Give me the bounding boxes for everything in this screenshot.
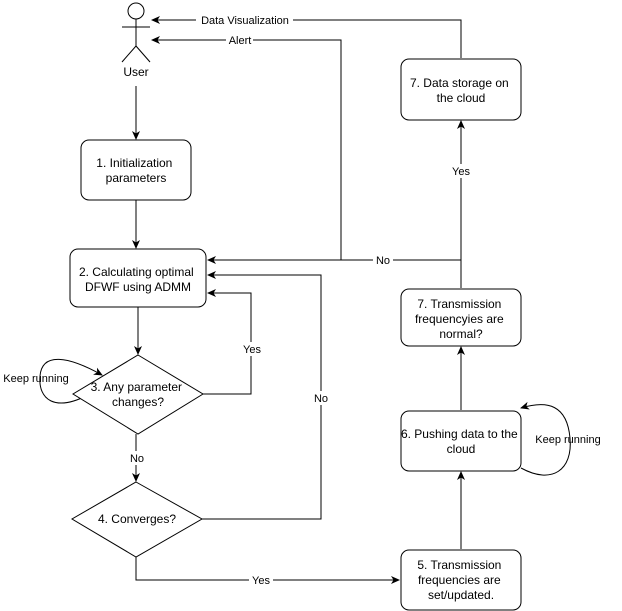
node-param-line-2: changes?: [112, 395, 164, 409]
label-normal-no: No: [376, 255, 390, 267]
svg-text:2. Calculating optimal D: 2. Calculating optimal DFWF using ADMM: [79, 265, 197, 294]
node-converges-line-1: 4. Converges?: [98, 512, 176, 526]
node-data-storage: 7. Data storage on the cloud: [400, 58, 522, 121]
node-normal-line-1: 7. Transmission: [417, 297, 501, 311]
node-pushing-line-1: 6. Pushing data to the: [401, 427, 518, 441]
edge-keep-running-right: [520, 401, 571, 476]
edge-keep-running-left: [39, 358, 103, 404]
edge-alert: [151, 36, 342, 260]
node-initialization-line-2: parameters: [106, 171, 167, 185]
svg-text:3. Any parameter changes: 3. Any parameter changes?: [91, 380, 186, 409]
label-param-yes: Yes: [243, 344, 261, 356]
node-converges: 4. Converges?: [71, 481, 204, 558]
node-transmission-set: 5. Transmission frequencies are set/upda…: [400, 549, 522, 611]
node-normal-line-2: frequencyies are: [415, 312, 504, 326]
svg-text:4. Converges?: 4. Converges?: [98, 512, 176, 526]
svg-text:5. Transmission frequenc: 5. Transmission frequencies are set/upda…: [417, 558, 504, 602]
node-storage-line-2: the cloud: [437, 91, 486, 105]
svg-text:1. Initialization parame: 1. Initialization parameters: [96, 156, 175, 185]
label-data-visualization: Data Visualization: [201, 15, 289, 27]
label-converges-no: No: [314, 393, 328, 405]
node-storage-line-1: 7. Data storage on: [410, 76, 509, 90]
node-initialization: 1. Initialization parameters: [80, 139, 192, 201]
svg-text:7. Data storage on the c: 7. Data storage on the cloud: [410, 76, 512, 105]
edge-converges-yes: [135, 557, 400, 584]
label-param-no: No: [130, 453, 144, 465]
label-keep-running-left: Keep running: [3, 373, 68, 385]
edge-converges-no: [202, 271, 322, 520]
node-param-line-1: 3. Any parameter: [91, 380, 182, 394]
node-initialization-line-1: 1. Initialization: [96, 156, 172, 170]
label-alert: Alert: [229, 35, 252, 47]
label-converges-yes: Yes: [252, 575, 270, 587]
node-transmission-normal: 7. Transmission frequencyies are normal?: [400, 288, 522, 347]
node-pushing-line-2: cloud: [447, 442, 476, 456]
node-admm-line-2: DFWF using ADMM: [85, 280, 191, 294]
node-admm-line-1: 2. Calculating optimal: [79, 265, 194, 279]
node-normal-line-3: normal?: [439, 327, 483, 341]
node-transmit-line-1: 5. Transmission: [417, 558, 501, 572]
node-pushing-data: 6. Pushing data to the cloud: [400, 410, 522, 472]
label-keep-running-right: Keep running: [535, 434, 600, 446]
svg-text:6. Pushing data to the c: 6. Pushing data to the cloud: [401, 427, 521, 456]
svg-text:7. Transmission frequenc: 7. Transmission frequencyies are normal?: [415, 297, 507, 341]
user-label: User: [123, 65, 148, 79]
node-parameter-changes: 3. Any parameter changes?: [72, 354, 204, 435]
node-transmit-line-3: set/updated.: [428, 588, 494, 602]
label-normal-yes: Yes: [452, 166, 470, 178]
node-transmit-line-2: frequencies are: [418, 573, 501, 587]
node-calculating-admm: 2. Calculating optimal DFWF using ADMM: [69, 248, 207, 308]
user-actor-icon: [121, 2, 151, 63]
